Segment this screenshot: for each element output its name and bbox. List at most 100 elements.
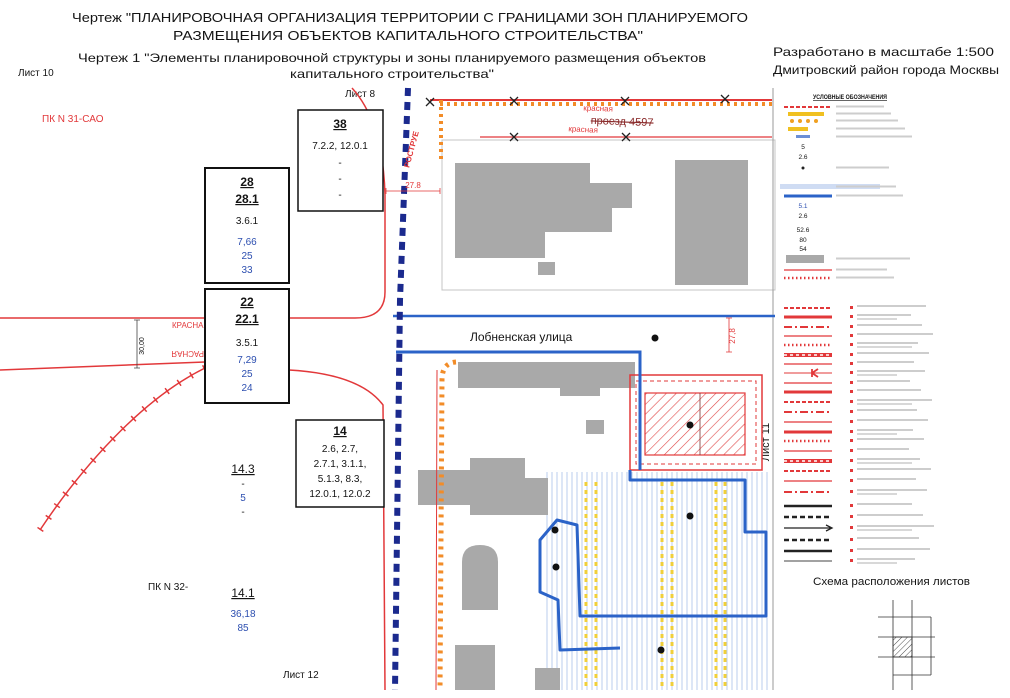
zone-number: 38 [333,117,347,131]
dimension-value: 27,8 [728,328,737,344]
legend-text-blur [857,489,927,491]
sheet-label-top: Лист 8 [345,89,376,100]
zone-subnumber: 22.1 [235,312,259,326]
zone-38: 38 7.2.2, 12.0.1 - - - [297,109,384,212]
building-existing [455,645,495,690]
building-existing [535,668,560,690]
legend-marker-square-icon [850,439,853,442]
legend-text-blur [857,370,925,372]
zone-value: 7,66 [237,237,257,248]
zone-value: - [338,190,341,201]
legend-text-blur [857,525,934,527]
legend-marker-square-icon [850,306,853,309]
legend-text-blur [836,105,884,108]
planned-building-hatched [644,392,746,456]
legend-text-blur [857,562,897,564]
legend-marker-square-icon [850,515,853,518]
picket-marker-32: ПК N 32- [148,582,188,593]
sheet-scheme-title: Схема расположения листов [813,576,970,588]
legend-marker-square-icon [850,526,853,529]
building-existing [538,262,555,275]
building-existing [586,420,604,434]
red-line-road-south [0,361,206,371]
legend-marker-square-icon [850,504,853,507]
legend-text-blur [836,135,912,138]
red-line-diagonal-ticks [37,364,207,532]
legend-marker-square-icon [850,420,853,423]
legend-marker-square-icon [850,559,853,562]
zone-value: 33 [241,265,253,276]
legend-text-blur [836,166,889,169]
picket-marker-31: ПК N 31-САО [42,114,104,125]
red-line-label: КРАСНАЯ [171,349,209,358]
legend-marker-square-icon [850,362,853,365]
legend-text-blur [857,352,929,354]
demolition-cross-icon [509,96,519,106]
legend-value: 54 [799,246,807,253]
legend-marker-square-icon [850,325,853,328]
drawing-subtitle-line1: Чертеж 1 "Элементы планировочной структу… [78,51,706,65]
legend-text-blur [857,529,912,531]
legend-swatch-star-icon [790,119,794,123]
zone-value: - [338,174,341,185]
sheet-label-left: Лист 10 [18,68,54,79]
zone-28: 28 28.1 3.6.1 7,66 25 33 [204,167,290,284]
zone-box [295,419,385,508]
demolition-cross-icon [621,132,631,142]
legend-swatch-yellow [788,127,808,131]
legend-text-blur [857,324,922,326]
zone-subnumber: 28.1 [235,192,259,206]
legend-marker-square-icon [850,490,853,493]
legend-marker-square-icon [850,334,853,337]
sheet-scheme-diagram [878,600,935,690]
legend-text-blur [857,458,920,460]
legend-marker-square-icon [850,459,853,462]
building-existing [458,362,635,396]
legend-value: 5.1 [798,203,807,210]
zone-use-codes: 7.2.2, 12.0.1 [312,141,368,152]
legend-marker-square-icon [850,353,853,356]
legend-text-blur [857,374,897,376]
sheet-scheme-current-cell [892,636,913,658]
legend-text-blur [857,305,926,307]
legend-text-blur [836,119,898,122]
legend-text-blur [857,419,928,421]
red-line-label: КРАСНАЯ [172,321,210,330]
zone-box [204,288,290,404]
legend-marker-square-icon [850,410,853,413]
legend-text-blur [836,112,891,115]
point-marker [686,512,694,520]
zone-use-codes: 12.0.1, 12.0.2 [309,489,371,500]
legend-value: 2.6 [798,213,807,220]
sheet-label-right: Лист 11 [760,423,772,461]
building-existing [462,545,498,610]
legend-value: 52.6 [797,227,810,234]
legend-text-blur [836,194,903,197]
zone-use-codes: 2.7.1, 3.1.1, [314,459,367,470]
legend-text-blur [857,462,912,464]
building-existing [455,163,632,258]
sheet-label-bottom: Лист 12 [283,670,319,681]
zone-value: - [338,158,341,169]
legend-marker-square-icon [850,430,853,433]
zone-value: - [241,479,244,490]
legend-value: 80 [799,237,807,244]
zone-number: 22 [240,295,254,309]
zone-value: 25 [241,251,253,262]
zone-value: 7,29 [237,355,257,366]
legend-marker-square-icon [850,315,853,318]
legend-text-blur [836,127,905,130]
legend-text-blur [857,314,911,316]
drawing-subtitle-line2: капитального строительства" [290,67,494,81]
block-contour [441,139,776,291]
red-line-label: красная [568,124,598,135]
legend-marker-square-icon [850,381,853,384]
zone-use-codes: 3.6.1 [236,216,259,227]
dimension-value: 27.8 [405,181,421,190]
point-markers [551,334,694,654]
legend-text-blur [857,433,897,435]
legend-text-blur [857,448,909,450]
point-marker [657,646,665,654]
legend-swatch-arrow-icon [784,524,834,532]
legend-text-blur [857,342,918,344]
